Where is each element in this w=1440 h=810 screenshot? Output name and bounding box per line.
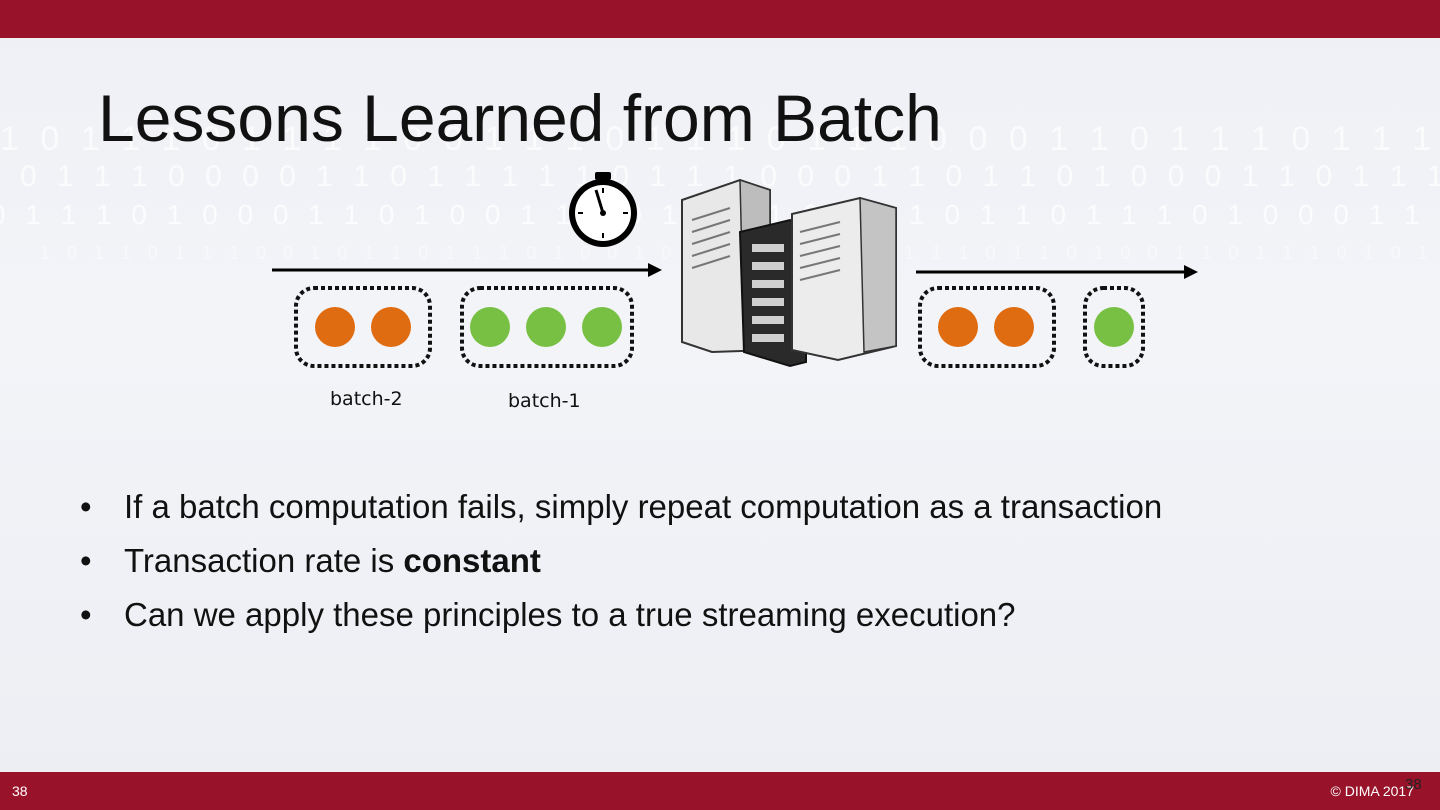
bullet-list: • If a batch computation fails, simply r… [80,484,1400,646]
bullet-glyph: • [80,488,92,525]
batch-label-1: batch-1 [508,390,581,412]
bullet-text: Transaction rate is [124,542,404,579]
bullet-item: • Can we apply these principles to a tru… [80,592,1400,646]
green-event [582,307,622,347]
top-accent-bar [0,0,1440,38]
orange-event [994,307,1034,347]
stopwatch-icon [569,172,637,247]
batch-2-group [294,286,432,368]
bullet-bold-text: constant [403,542,541,579]
output-batch-green [1083,286,1145,368]
bullet-glyph: • [80,596,92,633]
green-event [470,307,510,347]
output-arrow [916,265,1198,279]
bullet-item: • If a batch computation fails, simply r… [80,484,1400,538]
slide-title: Lessons Learned from Batch [98,81,942,155]
orange-event [938,307,978,347]
copyright-text: © DIMA 2017 [1330,783,1414,799]
batch-1-group [460,286,634,368]
orange-event [371,307,411,347]
page-number-overlay: 38 [1405,776,1422,793]
orange-event [315,307,355,347]
bullet-text: Can we apply these principles to a true … [124,596,1016,633]
bullet-glyph: • [80,542,92,579]
batch-label-2: batch-2 [330,388,403,410]
server-icon [681,178,897,368]
input-arrow [272,263,662,277]
green-event [1094,307,1134,347]
output-batch-orange [918,286,1056,368]
bullet-text: If a batch computation fails, simply rep… [124,488,1163,525]
slide-number: 38 [12,783,28,799]
footer-bar: 38 © DIMA 2017 [0,772,1440,810]
green-event [526,307,566,347]
bullet-item: • Transaction rate is constant [80,538,1400,592]
